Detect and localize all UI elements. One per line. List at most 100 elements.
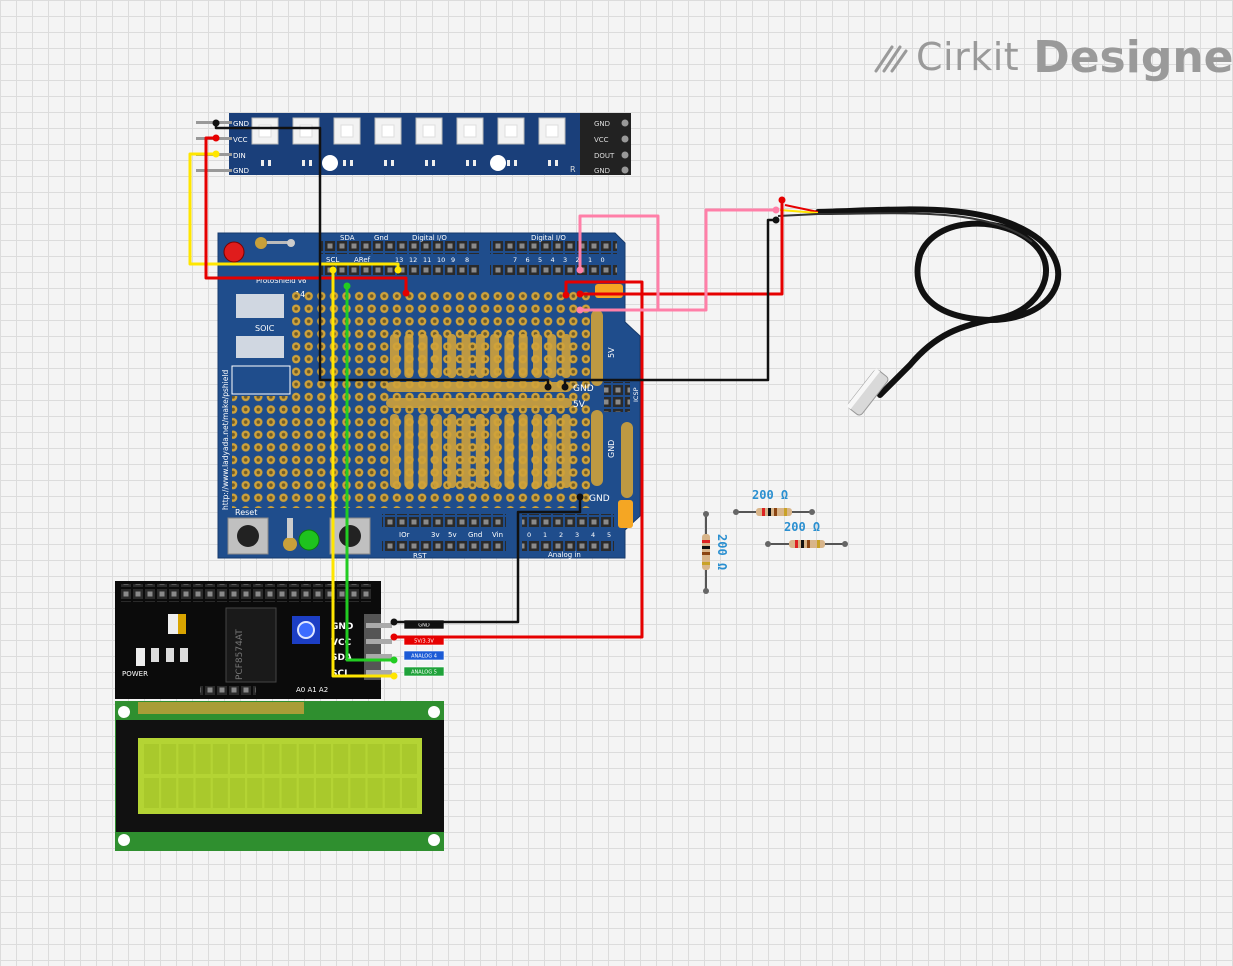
pin-number: 13 bbox=[395, 256, 403, 264]
pin-number: 1 bbox=[543, 531, 547, 539]
label-icsp: ICSP bbox=[632, 387, 640, 402]
wire-red-probe[interactable] bbox=[578, 198, 784, 296]
pin-number: 1 bbox=[588, 256, 592, 264]
label-soic: SOIC bbox=[255, 324, 275, 333]
shield-name: ProtoShield v6 bbox=[256, 277, 307, 285]
header-top-right[interactable] bbox=[490, 241, 617, 254]
resistor-1[interactable]: 200 Ω bbox=[733, 488, 815, 516]
resistor-3[interactable]: 200 Ω bbox=[702, 511, 729, 594]
rail-5v bbox=[386, 398, 572, 408]
neopixel-right-pin-labels: GND VCC DOUT GND bbox=[594, 119, 629, 175]
status-led bbox=[298, 529, 320, 551]
pin-number: 6 bbox=[526, 256, 530, 264]
header-analog-top[interactable] bbox=[522, 514, 614, 527]
wire-pink-b[interactable] bbox=[578, 208, 778, 312]
rail-label-gnd-bottom: GND bbox=[589, 494, 610, 504]
reset-button-cap[interactable] bbox=[237, 525, 259, 547]
neopixel-led bbox=[456, 117, 484, 166]
wires[interactable] bbox=[188, 121, 784, 678]
neopixel-led bbox=[497, 117, 525, 166]
header-top-left[interactable] bbox=[321, 241, 481, 254]
wire-red-5v-lcd[interactable] bbox=[392, 280, 644, 639]
header-power[interactable] bbox=[382, 540, 506, 553]
label-reset: Reset bbox=[235, 508, 257, 517]
wire-black-probe[interactable] bbox=[563, 218, 778, 389]
pin-label-gnd: GND bbox=[594, 120, 610, 128]
i2c-pin-label: GND bbox=[331, 622, 353, 632]
label-scl: SCL bbox=[326, 256, 339, 264]
i2c-pin-tag: ANALOG 4 bbox=[411, 654, 437, 660]
neopixel-led bbox=[415, 117, 443, 166]
smd-cap bbox=[595, 284, 623, 298]
pin-number: 9 bbox=[451, 256, 455, 264]
resistor-value: 200 Ω bbox=[784, 520, 820, 534]
lcd-character-cells bbox=[144, 744, 417, 808]
pin-label-din: DIN bbox=[233, 152, 246, 160]
icsp-header[interactable] bbox=[604, 382, 630, 412]
header-analog[interactable] bbox=[522, 540, 614, 553]
wire-black-gnd[interactable] bbox=[214, 121, 550, 389]
lcd-header bbox=[120, 584, 372, 602]
cirkit-designer-logo: Cirkit Designer bbox=[872, 30, 1233, 84]
pin-numbers-13-8: 13 12 11 10 9 8 bbox=[395, 256, 469, 264]
proto-grid-left[interactable] bbox=[232, 396, 292, 508]
pin-number: 5 bbox=[538, 256, 542, 264]
i2c-pin-label: VCC bbox=[331, 638, 352, 648]
wire-black-lcd[interactable] bbox=[390, 495, 582, 624]
pin-label-vcc: VCC bbox=[594, 136, 609, 144]
pin-number: 10 bbox=[437, 256, 445, 264]
label-gnd: Gnd bbox=[374, 234, 388, 242]
power-pin-label: Vin bbox=[492, 531, 503, 539]
label-address-pads: A0 A1 A2 bbox=[296, 686, 328, 694]
board-mark: R bbox=[570, 165, 576, 174]
header-top-right-inner[interactable] bbox=[490, 264, 617, 277]
pin-label-vcc: VCC bbox=[233, 136, 248, 144]
neopixel-led bbox=[333, 117, 361, 166]
wire-yellow-scl[interactable] bbox=[331, 268, 396, 678]
pcf8574-chip bbox=[225, 607, 277, 683]
power-led bbox=[223, 241, 245, 263]
pin-number: 4 bbox=[551, 256, 555, 264]
pin-number: 12 bbox=[409, 256, 417, 264]
cirkit-logo-icon bbox=[874, 45, 908, 73]
wire-yellow-din[interactable] bbox=[188, 152, 400, 272]
probe-tip bbox=[846, 368, 889, 416]
pin-number: 11 bbox=[423, 256, 431, 264]
i2c-pin-tag: ANALOG 5 bbox=[411, 670, 437, 676]
power-pin-label: IOr bbox=[399, 531, 410, 539]
temperature-probe[interactable] bbox=[777, 204, 1062, 417]
user-button[interactable] bbox=[329, 517, 371, 555]
rail-gnd bbox=[386, 382, 572, 392]
label-analog-in: Analog in bbox=[548, 551, 581, 559]
wire-green-sda[interactable] bbox=[345, 284, 396, 662]
label-digital-io: Digital I/O bbox=[412, 234, 447, 242]
neopixel-stick[interactable]: GND VCC DIN GND GND VCC DOUT GND R bbox=[196, 113, 631, 175]
power-pin-label: Gnd bbox=[468, 531, 482, 539]
resistor-value: 200 Ω bbox=[752, 488, 788, 502]
pin-number: 0 bbox=[527, 531, 531, 539]
label-aref: ARef bbox=[354, 256, 371, 264]
pin-label-gnd: GND bbox=[233, 120, 249, 128]
i2c-pin-tag: 5V/3.3V bbox=[414, 639, 434, 645]
wire-endpoints bbox=[212, 119, 786, 680]
rail-label-gnd: GND bbox=[573, 384, 594, 394]
pin-number: 4 bbox=[591, 531, 595, 539]
smd-cap bbox=[618, 500, 633, 528]
wire-red-vcc[interactable] bbox=[204, 136, 408, 295]
chip-label: PCF8574AT bbox=[235, 629, 245, 680]
pin-number: 8 bbox=[465, 256, 469, 264]
neopixel-led bbox=[538, 117, 566, 166]
prototype-strips bbox=[390, 334, 571, 488]
i2c-pin-header[interactable] bbox=[364, 614, 381, 680]
rail-label-5v: 5V bbox=[573, 400, 586, 410]
i2c-pin-tag: GND bbox=[418, 623, 430, 629]
resistor-2[interactable]: 200 Ω bbox=[765, 520, 848, 548]
i2c-pin-tags: GND 5V/3.3V ANALOG 4 ANALOG 5 bbox=[403, 619, 445, 677]
label-digital-io: Digital I/O bbox=[531, 234, 566, 242]
mounting-hole bbox=[322, 155, 338, 171]
pin-number: 3 bbox=[563, 256, 567, 264]
header-power-top[interactable] bbox=[382, 514, 506, 527]
